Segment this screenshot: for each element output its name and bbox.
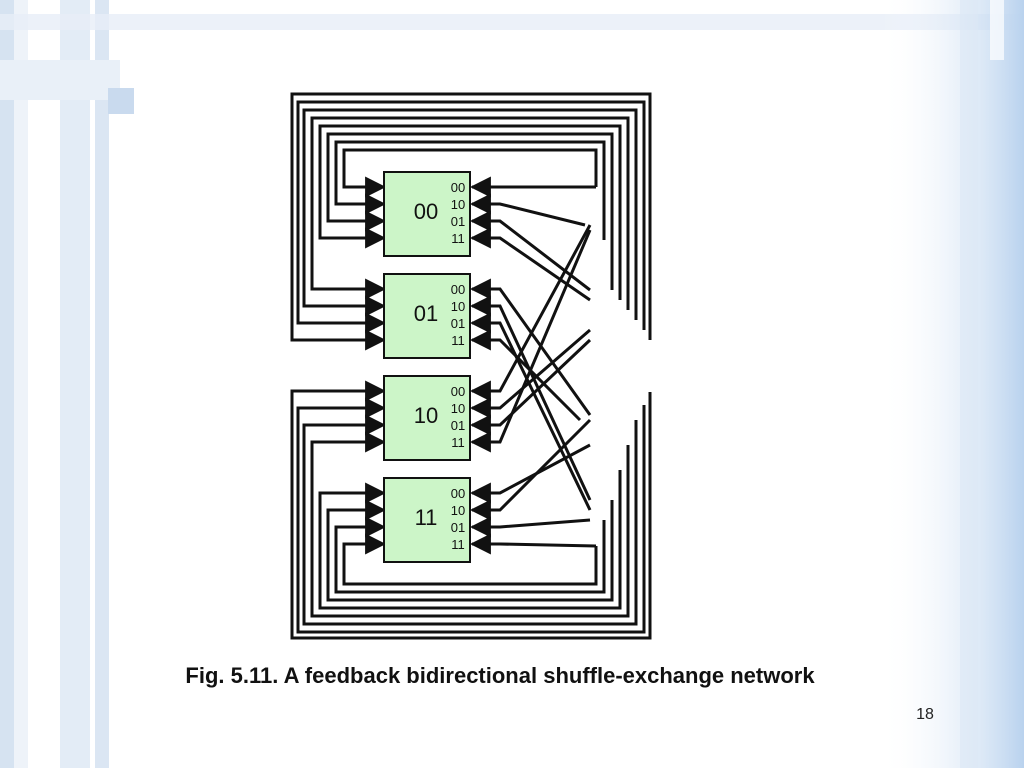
port-label: 00 xyxy=(451,486,465,501)
shuffle-link xyxy=(469,229,592,453)
port-label: 00 xyxy=(451,180,465,195)
node-10: 10 00 10 01 11 xyxy=(383,375,471,461)
shuffle-link xyxy=(469,328,591,419)
node-01: 01 00 10 01 11 xyxy=(383,273,471,359)
shuffle-link xyxy=(469,278,592,416)
node-11: 11 00 10 01 11 xyxy=(383,477,471,563)
port-label: 10 xyxy=(451,299,465,314)
port-label: 00 xyxy=(451,282,465,297)
port-label: 01 xyxy=(451,520,465,535)
node-00: 00 00 10 01 11 xyxy=(383,171,471,257)
feedback-wire xyxy=(310,431,630,618)
shuffle-link xyxy=(469,443,591,504)
shuffle-link xyxy=(469,312,592,511)
feedback-wire xyxy=(334,140,606,240)
port-label: 10 xyxy=(451,197,465,212)
port-label: 11 xyxy=(451,435,465,450)
port-label: 10 xyxy=(451,503,465,518)
feedback-wire xyxy=(310,116,630,310)
feedback-wire xyxy=(302,108,638,320)
node-label: 01 xyxy=(414,301,438,326)
node-label: 00 xyxy=(414,199,438,224)
port-label: 01 xyxy=(451,418,465,433)
feedback-wire xyxy=(326,499,614,602)
feedback-wire xyxy=(342,148,598,198)
port-label: 10 xyxy=(451,401,465,416)
shuffle-link xyxy=(469,516,591,538)
figure-caption: Fig. 5.11. A feedback bidirectional shuf… xyxy=(185,663,815,688)
page-number: 18 xyxy=(916,706,934,723)
feedback-wire xyxy=(302,414,638,626)
port-label: 11 xyxy=(451,333,465,348)
shuffle-link xyxy=(469,295,592,501)
feedback-wire xyxy=(342,533,598,586)
shuffle-link xyxy=(469,533,597,555)
feedback-wire xyxy=(296,397,646,634)
node-label: 10 xyxy=(414,403,438,428)
shuffle-link xyxy=(469,193,586,227)
port-label: 01 xyxy=(451,316,465,331)
node-label: 11 xyxy=(415,505,438,530)
feedback-wire xyxy=(334,516,606,594)
port-label: 11 xyxy=(451,231,465,246)
port-label: 00 xyxy=(451,384,465,399)
shuffle-link xyxy=(469,418,592,521)
shuffle-link xyxy=(469,210,591,292)
feedback-wire xyxy=(318,470,622,610)
shuffle-link xyxy=(469,224,592,402)
port-label: 01 xyxy=(451,214,465,229)
feedback-wire xyxy=(290,92,652,351)
shuffle-link xyxy=(469,329,582,422)
shuffle-link xyxy=(469,338,592,436)
feedback-wire xyxy=(318,124,622,300)
port-label: 11 xyxy=(451,537,465,552)
feedback-wire xyxy=(290,380,652,640)
feedback-wire xyxy=(326,132,614,290)
feedback-wire xyxy=(296,100,646,334)
